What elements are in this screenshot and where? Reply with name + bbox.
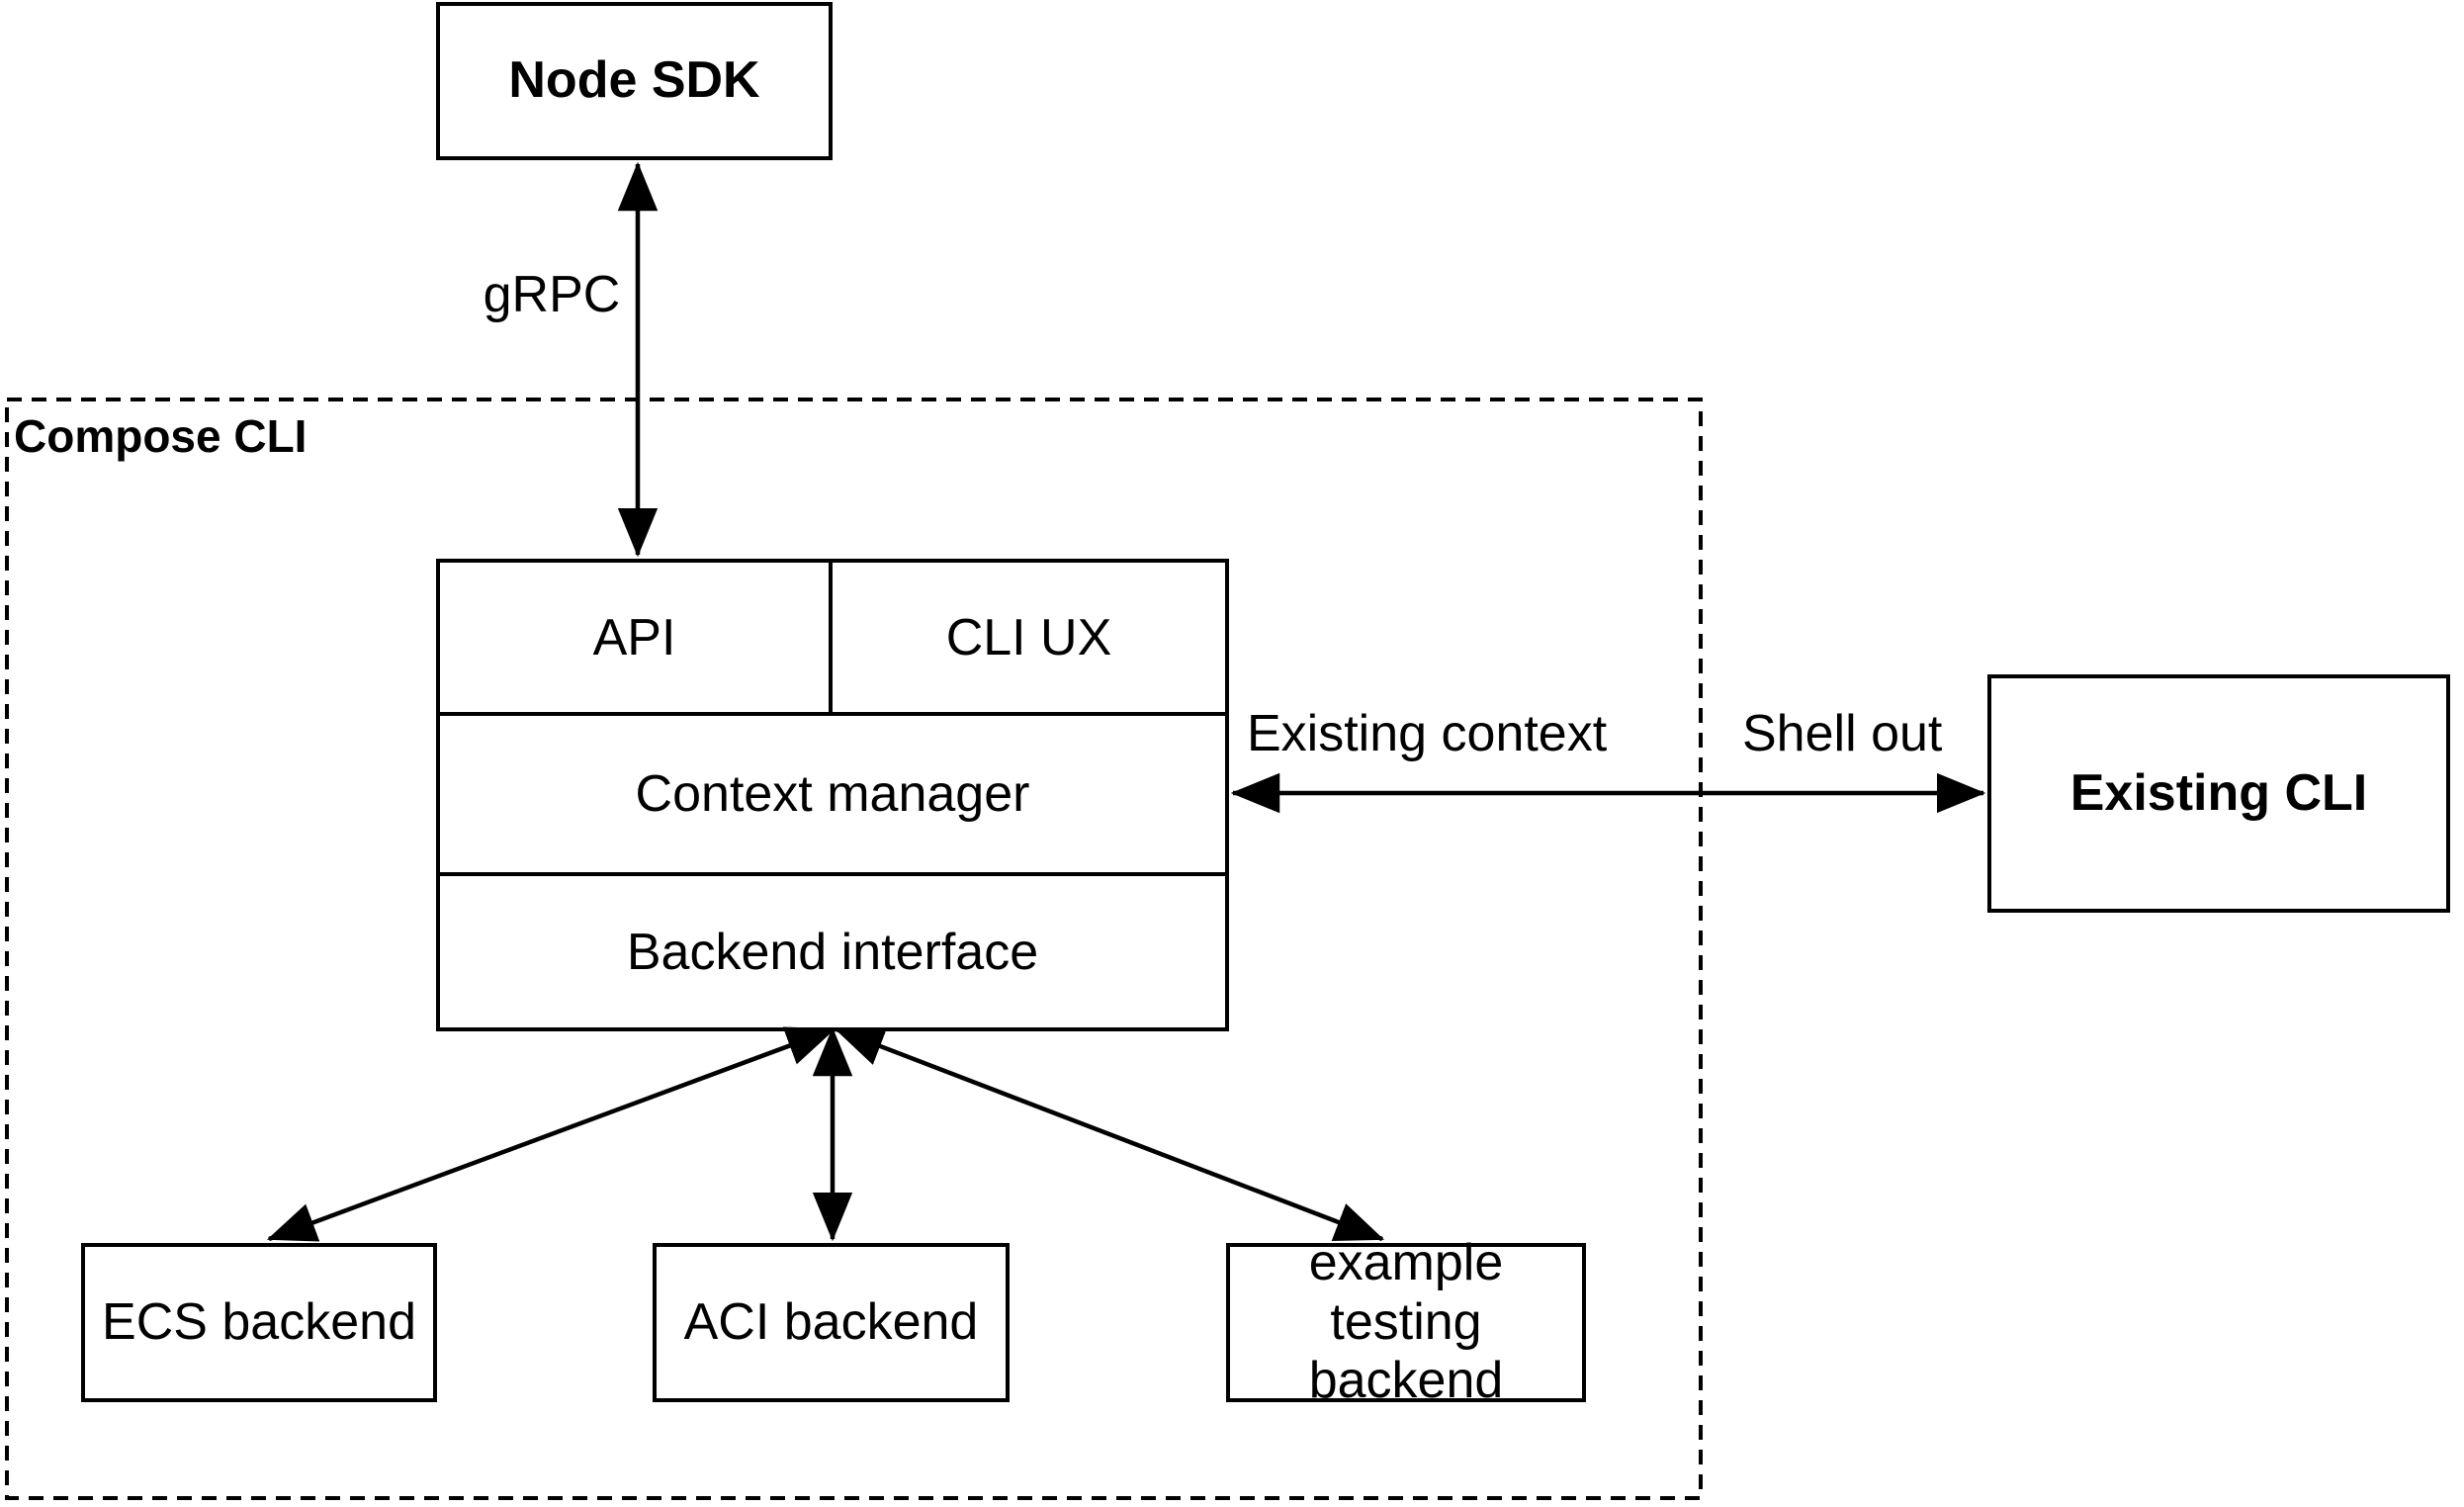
api-label: API	[592, 608, 676, 666]
backend-example-arrow	[834, 1026, 1385, 1242]
api-cell: API	[440, 563, 833, 712]
cli-ux-cell: CLI UX	[833, 563, 1225, 712]
existing-cli-label: Existing CLI	[2069, 763, 2368, 822]
node-sdk-label: Node SDK	[508, 51, 760, 110]
example-testing-backend-label: example testing backend	[1308, 1233, 1504, 1410]
context-manager-cell: Context manager	[440, 712, 1225, 872]
backend-interface-label: Backend interface	[626, 923, 1039, 981]
ecs-backend-box: ECS backend	[81, 1243, 437, 1402]
aci-backend-box: ACI backend	[653, 1243, 1010, 1402]
ecs-backend-label: ECS backend	[102, 1292, 416, 1351]
existing-cli-box: Existing CLI	[1987, 674, 2450, 913]
grpc-edge-label: gRPC	[483, 266, 621, 323]
backend-interface-cell: Backend interface	[440, 872, 1225, 1027]
backend-ecs-arrow	[266, 1026, 836, 1242]
node-sdk-box: Node SDK	[436, 2, 833, 160]
example-testing-backend-box: example testing backend	[1226, 1234, 1586, 1409]
cli-ux-label: CLI UX	[945, 608, 1112, 666]
shell-out-edge-label: Shell out	[1742, 705, 1943, 762]
existing-context-edge-label: Existing context	[1247, 705, 1608, 762]
context-manager-label: Context manager	[635, 765, 1030, 823]
compose-cli-container-label: Compose CLI	[14, 410, 308, 462]
aci-backend-label: ACI backend	[683, 1292, 979, 1351]
cli-stack-box: API CLI UX Context manager Backend inter…	[436, 559, 1229, 1031]
cli-stack-top-row: API CLI UX	[440, 563, 1225, 712]
